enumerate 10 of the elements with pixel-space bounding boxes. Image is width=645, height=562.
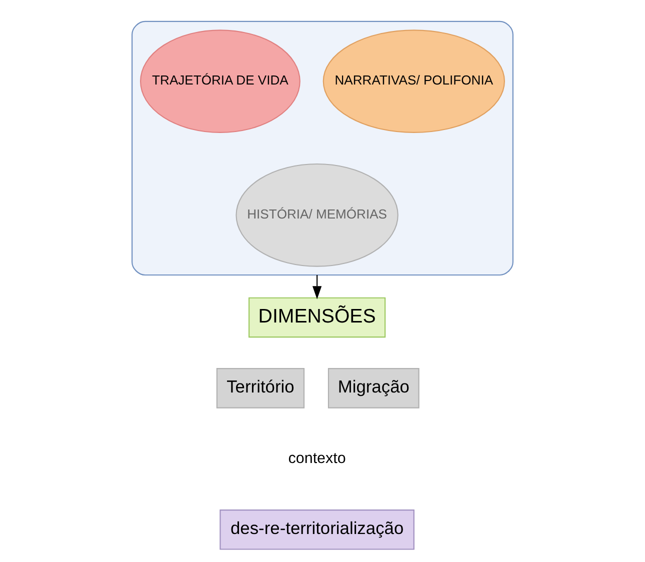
- arrow: [312, 275, 322, 300]
- node-ellipse: NARRATIVAS/ POLIFONIA: [322, 30, 505, 133]
- node-box: Território: [216, 368, 305, 408]
- node-ellipse: HISTÓRIA/ MEMÓRIAS: [236, 163, 398, 267]
- node-box: des-re-territorialização: [220, 510, 414, 550]
- cluster: [132, 20, 514, 276]
- node-box: DIMENSÕES: [248, 297, 386, 338]
- label: contexto: [288, 450, 346, 467]
- node-box: Migração: [328, 368, 420, 408]
- node-ellipse: TRAJETÓRIA DE VIDA: [140, 30, 300, 133]
